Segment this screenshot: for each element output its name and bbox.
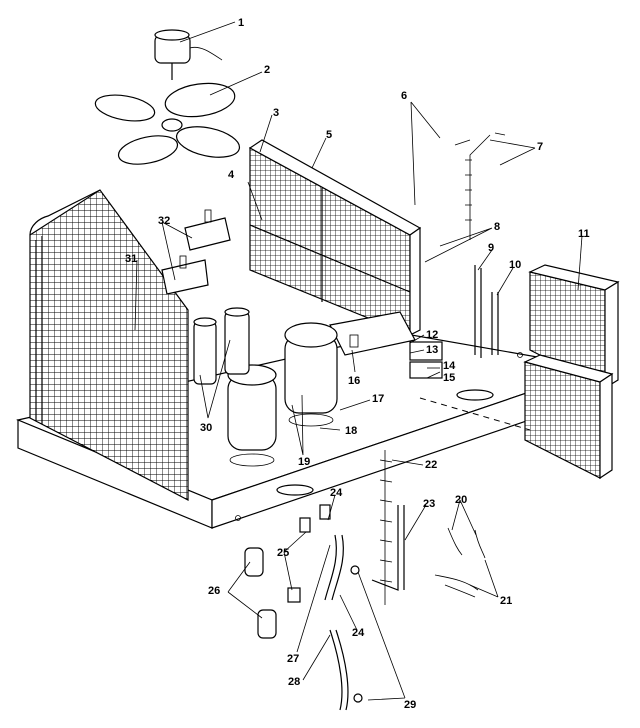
- callout-23: 23: [423, 498, 435, 510]
- fan-motor: [154, 29, 223, 80]
- bracket-23: [371, 505, 405, 591]
- callout-19: 19: [298, 456, 310, 468]
- callout-18: 18: [345, 425, 357, 437]
- callout-6: 6: [401, 90, 407, 102]
- capacitors: [193, 307, 250, 385]
- callout-5: 5: [326, 129, 332, 141]
- pressure-switches: [287, 504, 363, 711]
- filter-panel-lower: [523, 354, 614, 480]
- callout-29: 29: [404, 699, 416, 711]
- contactors: [161, 209, 231, 295]
- callout-16: 16: [348, 375, 360, 387]
- condenser-coil: [29, 189, 189, 501]
- fan-blade: [94, 82, 241, 165]
- callout-labels: 1 2 3 4 5 6 7 8 9 10 11 12 13 14 15 16 1…: [125, 17, 590, 711]
- callout-32: 32: [158, 215, 170, 227]
- callout-15: 15: [443, 372, 455, 384]
- wire-harness-upper: [454, 132, 506, 240]
- callout-28: 28: [288, 676, 300, 688]
- leader-lines: [134, 21, 583, 701]
- callout-25: 25: [277, 547, 289, 559]
- callout-14: 14: [443, 360, 456, 372]
- center-panel: [248, 139, 422, 336]
- callout-10: 10: [509, 259, 521, 271]
- compressor-right: [284, 322, 338, 427]
- wire-harness-lower: [379, 450, 393, 605]
- callout-27: 27: [287, 653, 299, 665]
- alignment-guide: [419, 397, 531, 431]
- callout-21: 21: [500, 595, 512, 607]
- compressor-left: [227, 364, 277, 467]
- callout-17: 17: [372, 393, 384, 405]
- refrigerant-tubes: [409, 265, 499, 379]
- callout-31: 31: [125, 253, 137, 265]
- callout-24-lower: 24: [352, 627, 365, 639]
- callout-3: 3: [273, 107, 279, 119]
- callout-11: 11: [578, 228, 590, 240]
- callout-24-upper: 24: [330, 487, 343, 499]
- callout-1: 1: [238, 17, 244, 29]
- callout-7: 7: [537, 141, 543, 153]
- callout-2: 2: [264, 64, 270, 76]
- callout-22: 22: [425, 459, 437, 471]
- callout-30: 30: [200, 422, 212, 434]
- callout-20: 20: [455, 494, 467, 506]
- sensors-20-21: [434, 527, 486, 598]
- callout-4: 4: [228, 169, 235, 181]
- callout-26: 26: [208, 585, 220, 597]
- callout-12: 12: [426, 329, 438, 341]
- callout-13: 13: [426, 344, 438, 356]
- callout-8: 8: [494, 221, 500, 233]
- callout-9: 9: [488, 242, 494, 254]
- filter-driers: [244, 547, 277, 639]
